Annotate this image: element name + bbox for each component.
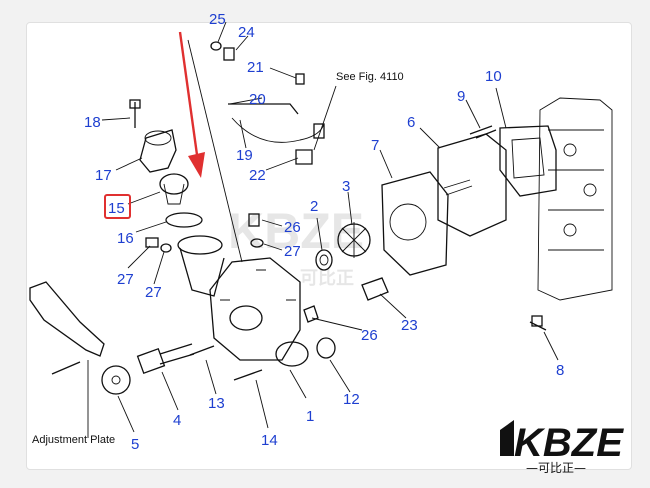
- brand-logo: KBZE —可比正—: [500, 420, 624, 475]
- part-number-23: 24: [238, 24, 255, 41]
- engine-block: [537, 97, 613, 301]
- part-number-15: 16: [117, 230, 134, 247]
- leader-lines: [87, 21, 559, 438]
- part-number-8: 8: [556, 362, 564, 379]
- part-number-21: 22: [249, 167, 266, 184]
- adjustment-plate: [29, 281, 105, 357]
- logo-text: KBZE: [514, 421, 624, 465]
- gasket-15: [165, 212, 203, 228]
- ring-27-left: [160, 243, 172, 253]
- plug-26-left: [145, 237, 159, 248]
- gasket-7: [381, 171, 449, 276]
- pump-body-1: [209, 257, 309, 367]
- part-numbers: 1 2 3 4 5 6 7 8 9 10 12 13 14 15 16 17 1…: [84, 11, 564, 453]
- thermostat-housing: [177, 235, 225, 297]
- oring-11: [316, 337, 336, 359]
- part-number-27: 27: [284, 243, 301, 260]
- shaft-4: [136, 343, 195, 375]
- washer-24: [210, 41, 222, 51]
- part-number-22: 23: [401, 317, 418, 334]
- plug-25: [303, 305, 319, 323]
- adjustment-plate-label: Adjustment Plate: [32, 434, 115, 446]
- bracket-21: [295, 149, 313, 165]
- plug-26: [248, 213, 260, 227]
- part-number-6: 6: [407, 114, 415, 131]
- part-number-19: 20: [249, 91, 266, 108]
- part-number-18: 19: [236, 147, 253, 164]
- highlight-box-14: [104, 194, 131, 219]
- bolt-23: [223, 47, 235, 61]
- part-number-16: 17: [95, 167, 112, 184]
- part-number-25: 26: [361, 327, 378, 344]
- diagram-card: [26, 22, 632, 470]
- part-number-3: 3: [342, 178, 350, 195]
- part-number-17: 18: [84, 114, 101, 131]
- red-arrow: [178, 31, 205, 178]
- part-number-20: 21: [247, 59, 264, 76]
- impeller-3: [337, 222, 371, 258]
- bolt-12: [189, 345, 215, 356]
- thermostat-14: [159, 173, 189, 205]
- part-number-9: 9: [457, 88, 465, 105]
- flange-5: [101, 365, 131, 395]
- part-number-10: 10: [485, 68, 502, 85]
- bolt-adjust: [51, 361, 81, 375]
- bolt-13: [233, 369, 263, 381]
- sensor-22: [361, 277, 389, 301]
- part-number-1: 1: [306, 408, 314, 425]
- part-number-2: 2: [310, 198, 318, 215]
- watermark-subtext: 可比正: [300, 268, 354, 288]
- cover-6: [437, 133, 507, 237]
- watermark: KBZE 可比正: [228, 203, 364, 288]
- top-bar: [0, 0, 650, 10]
- part-number-13: 14: [261, 432, 278, 449]
- part-number-26-left: 27: [117, 271, 134, 288]
- seal-2: [315, 249, 333, 271]
- part-number-4: 4: [173, 412, 181, 429]
- part-number-24: 25: [209, 11, 226, 28]
- see-fig-label: See Fig. 4110: [336, 71, 404, 83]
- part-number-27-left: 27: [145, 284, 162, 301]
- ring-27: [250, 238, 264, 248]
- part-number-5: 5: [131, 436, 139, 453]
- part-number-14: 15: [108, 200, 125, 217]
- housing-cover-16: [139, 129, 177, 173]
- bolt-20: [295, 73, 305, 85]
- part-number-7: 7: [371, 137, 379, 154]
- part-number-26: 26: [284, 219, 301, 236]
- part-number-12: 13: [208, 395, 225, 412]
- gasket-10: [499, 125, 557, 197]
- logo-subtext: —可比正—: [526, 461, 586, 475]
- sensor-19: [228, 103, 299, 115]
- wire-18: [231, 117, 325, 143]
- bolt-9: [469, 125, 497, 139]
- part-number-11: 12: [343, 391, 360, 408]
